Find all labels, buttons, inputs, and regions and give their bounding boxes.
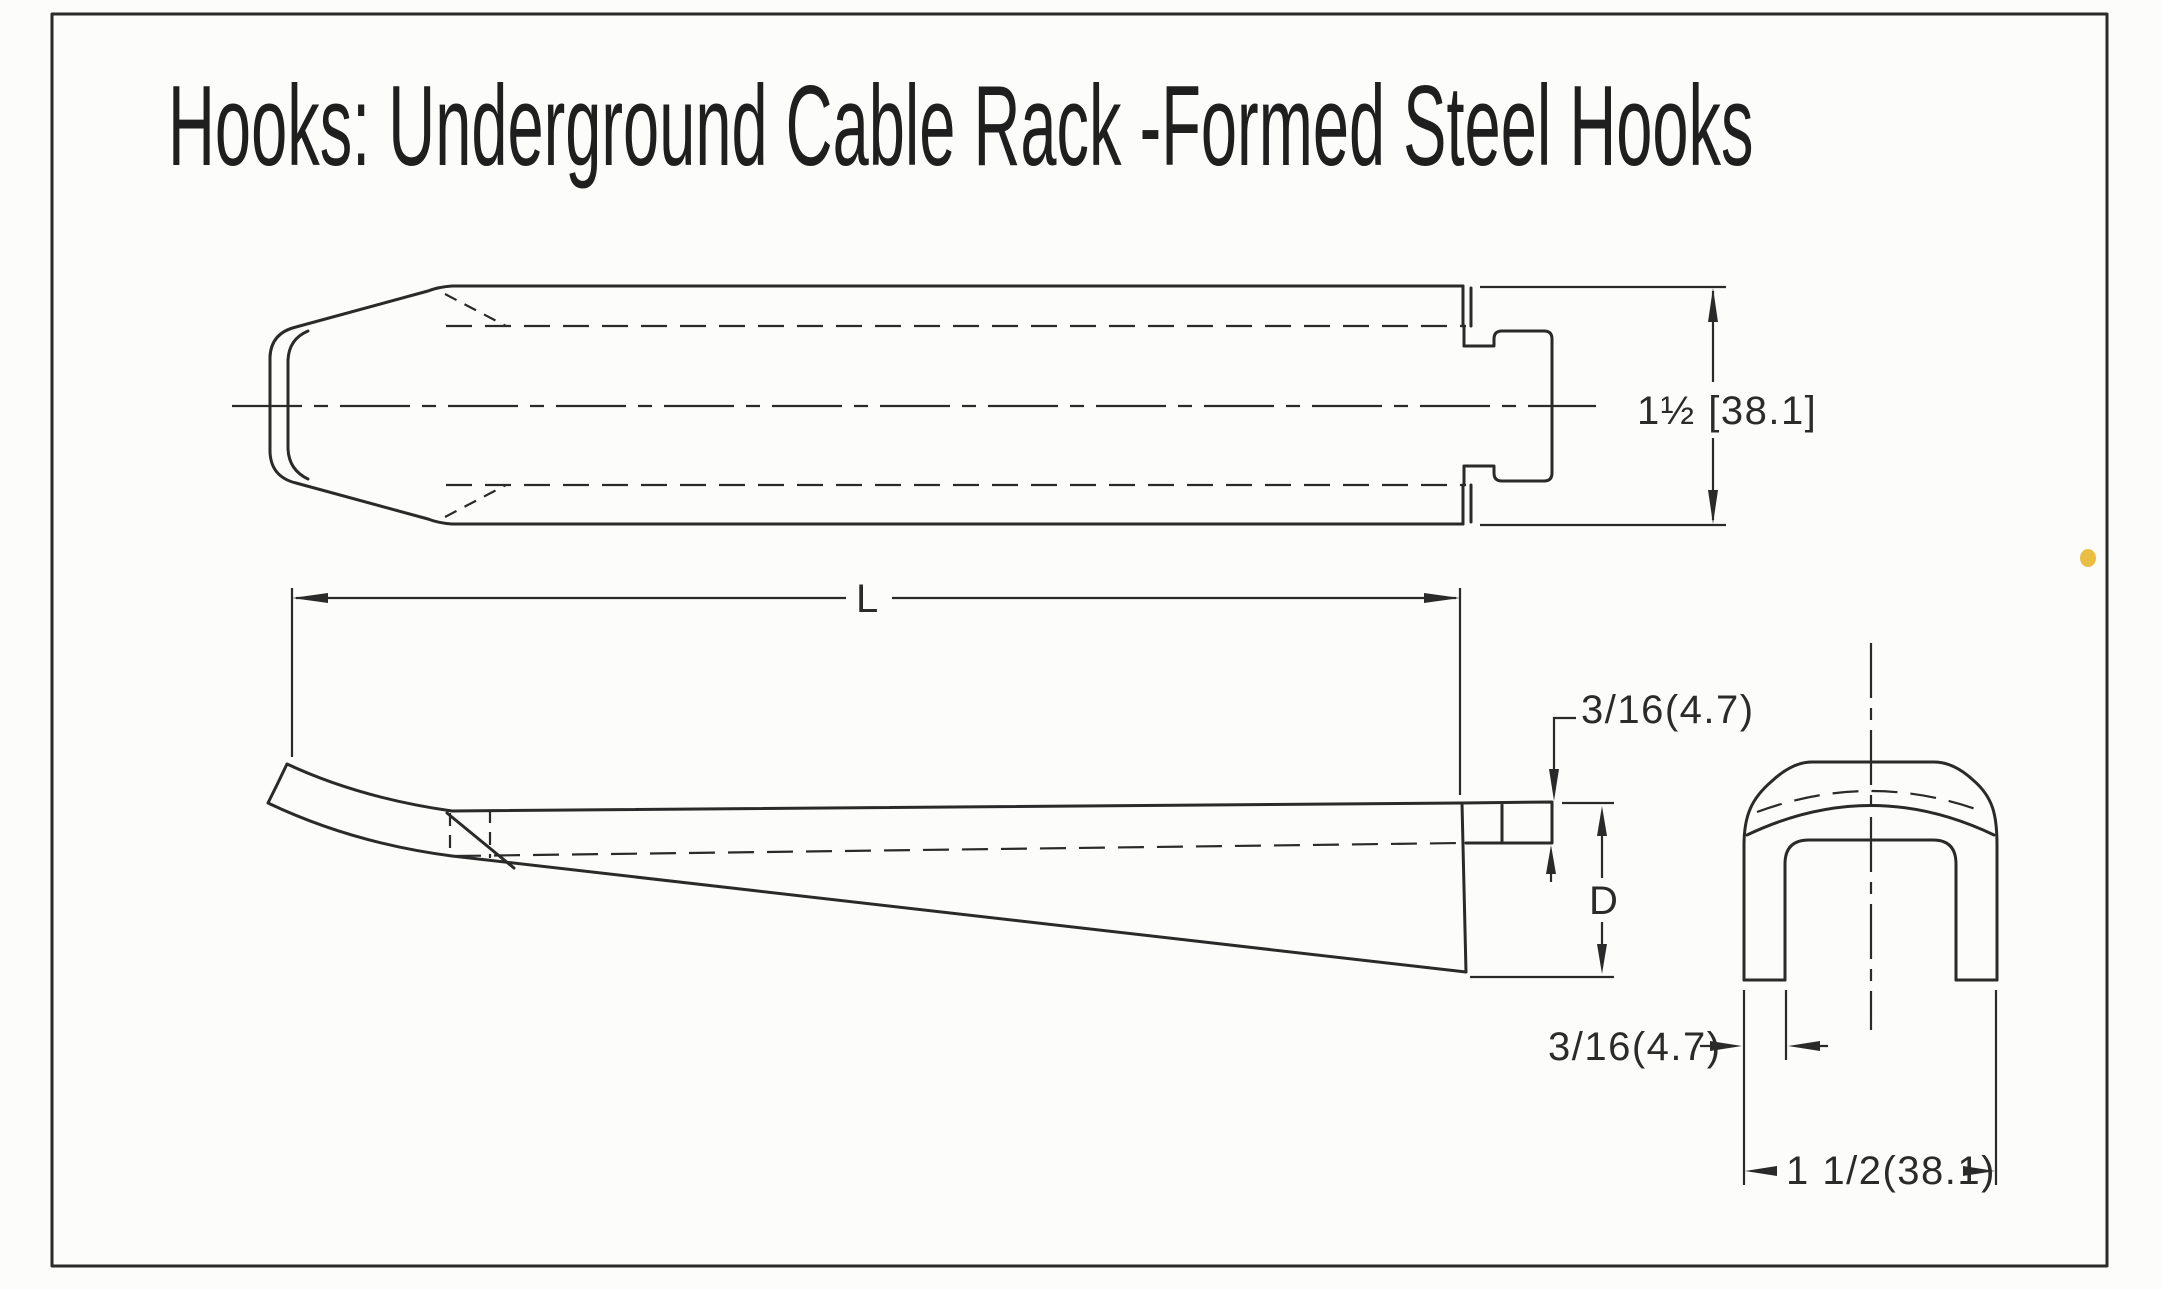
- top-view-bend-dash-lower: [444, 484, 507, 518]
- arrow-up: [1597, 806, 1607, 836]
- end-view-hidden-arc: [1756, 789, 1985, 814]
- top-view: [232, 284, 1596, 526]
- arrow-up: [1708, 288, 1718, 322]
- arrow-left: [292, 593, 328, 603]
- dim-label-leg-thickness: 3/16(4.7): [1548, 1025, 1722, 1069]
- top-view-bend-dash-upper: [444, 293, 507, 327]
- dim-label-depth: D: [1589, 879, 1619, 923]
- dim-extension-lines: [1470, 801, 1614, 979]
- dim-label-end-width: 1 1/2(38.1): [1786, 1149, 1996, 1193]
- leader-line: [1552, 716, 1576, 772]
- arrow-down: [1708, 490, 1718, 524]
- top-view-end-edge: [1461, 284, 1473, 526]
- dim-label-width: 1½ [38.1]: [1637, 389, 1817, 433]
- end-view-inner-profile: [1783, 838, 1958, 982]
- drawing-title: Hooks: Underground Cable Rack -Formed St…: [168, 63, 1754, 190]
- side-view-bottom-edge: [450, 854, 1468, 974]
- top-view-mounting-tab: [1462, 329, 1554, 483]
- dim-end-width: 1 1/2(38.1): [1745, 990, 1998, 1193]
- arrow-right: [1963, 1166, 1995, 1176]
- arrow-up: [1546, 845, 1556, 874]
- side-view-top-edge: [450, 801, 1464, 813]
- side-view: [266, 762, 1554, 974]
- end-view: [1742, 643, 1999, 1030]
- dim-extension-lines: [1742, 990, 1788, 1185]
- arrow-left: [1788, 1041, 1820, 1051]
- dim-extension-lines: [290, 588, 1462, 795]
- scan-speck-artifact: [2080, 549, 2096, 567]
- side-view-tab: [1460, 800, 1554, 845]
- arrow-down: [1597, 944, 1607, 974]
- side-view-end-face: [1460, 801, 1468, 974]
- side-view-hidden-line: [454, 841, 1463, 858]
- side-view-nose: [266, 762, 454, 858]
- dim-label-length: L: [856, 577, 880, 621]
- sheet-border: [50, 12, 2109, 1268]
- dim-extension-lines: [1480, 285, 1726, 527]
- dim-depth: D: [1470, 801, 1619, 979]
- end-view-inner-arc: [1745, 804, 1996, 837]
- end-view-outer-profile: [1742, 760, 1999, 982]
- dim-top-view-width: 1½ [38.1]: [1480, 285, 1817, 527]
- dim-leg-thickness: 3/16(4.7): [1548, 990, 1828, 1185]
- arrow-right: [1710, 1041, 1742, 1051]
- top-view-tip-inner-line: [286, 329, 310, 481]
- arrow-right: [1424, 593, 1460, 603]
- arrow-down: [1549, 769, 1559, 801]
- dim-label-plate-thickness: 3/16(4.7): [1581, 688, 1755, 732]
- dim-plate-thickness: 3/16(4.7): [1546, 688, 1755, 882]
- dim-length: L: [290, 577, 1462, 795]
- side-view-bend-edge: [445, 811, 516, 870]
- arrow-left: [1745, 1166, 1777, 1176]
- top-view-body-outline: [268, 284, 1465, 526]
